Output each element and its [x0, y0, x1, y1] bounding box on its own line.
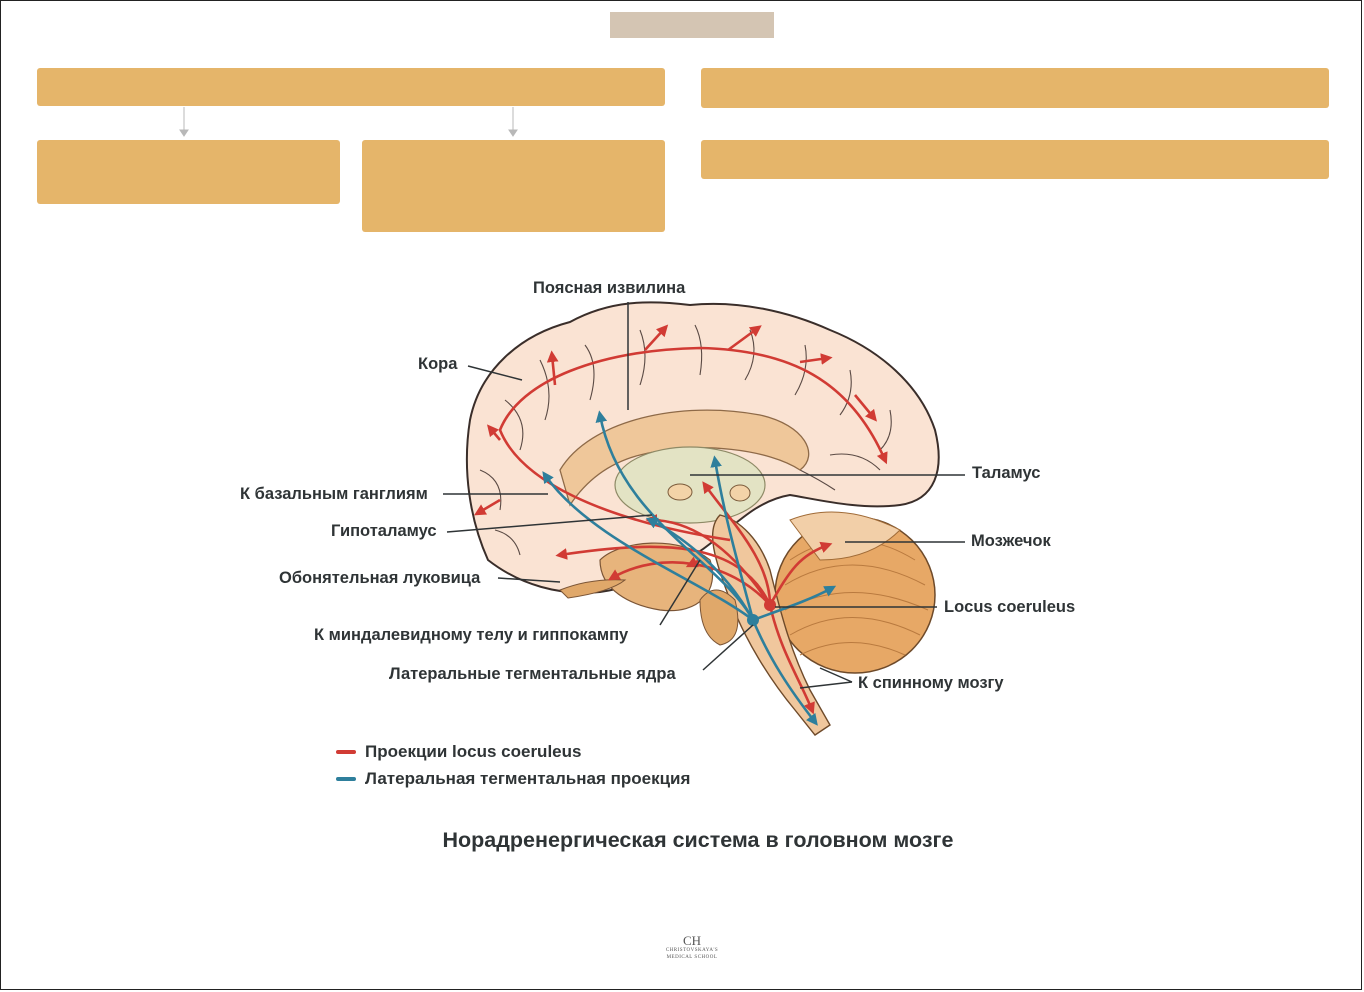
diagram-caption: Норадренергическая система в головном мо… — [442, 828, 954, 852]
label-cingulate-gyrus: Поясная извилина — [533, 279, 686, 297]
legend-item-lt: Латеральная тегментальная проекция — [336, 768, 690, 790]
cerebellum-shape — [774, 511, 936, 674]
logo-name: CHRISTOVSKAYA'S — [665, 948, 719, 953]
olfactory-bulb-shape — [559, 579, 627, 599]
right-child-box — [701, 140, 1329, 179]
connector-arrowhead-1 — [179, 129, 189, 137]
legend-label-lc: Проекции locus coeruleus — [365, 742, 582, 761]
left-child-box-1 — [37, 140, 340, 204]
logo-sub: MEDICAL SCHOOL — [666, 955, 718, 960]
title-placeholder-tab — [610, 12, 774, 38]
leader-lines — [443, 302, 965, 689]
legend-swatch-red — [336, 750, 356, 754]
label-cerebellum: Мозжечок — [971, 532, 1051, 550]
right-header-box — [701, 68, 1329, 108]
left-child-box-2 — [362, 140, 665, 232]
connector-arrowhead-2 — [508, 129, 518, 137]
thalamus-shape — [614, 446, 766, 524]
left-header-box — [37, 68, 665, 106]
label-cortex: Кора — [418, 355, 458, 373]
label-hypothalamus: Гипоталамус — [331, 522, 437, 540]
label-amygdala-hippocampus: К миндалевидному телу и гиппокампу — [314, 626, 629, 644]
legend-item-lc: Проекции locus coeruleus — [336, 741, 581, 763]
lc-projection-paths — [473, 324, 888, 715]
temporal-lobe — [599, 542, 714, 612]
legend-label-lt: Латеральная тегментальная проекция — [365, 769, 691, 788]
label-thalamus: Таламус — [972, 464, 1041, 482]
logo-monogram: CH — [682, 933, 702, 948]
lc-nucleus-dot — [764, 599, 776, 611]
label-olfactory-bulb: Обонятельная луковица — [279, 569, 481, 587]
label-spinal-cord: К спинному мозгу — [858, 674, 1004, 692]
legend-swatch-blue — [336, 777, 356, 781]
label-basal-ganglia: К базальным ганглиям — [240, 485, 428, 503]
label-lateral-tegmental: Латеральные тегментальные ядра — [389, 665, 676, 683]
school-logo: CH CHRISTOVSKAYA'S MEDICAL SCHOOL — [664, 934, 720, 968]
box-connectors — [179, 107, 518, 137]
lt-nucleus-dot — [747, 614, 759, 626]
label-locus-coeruleus: Locus coeruleus — [944, 598, 1076, 616]
lt-projection-paths — [542, 410, 837, 726]
